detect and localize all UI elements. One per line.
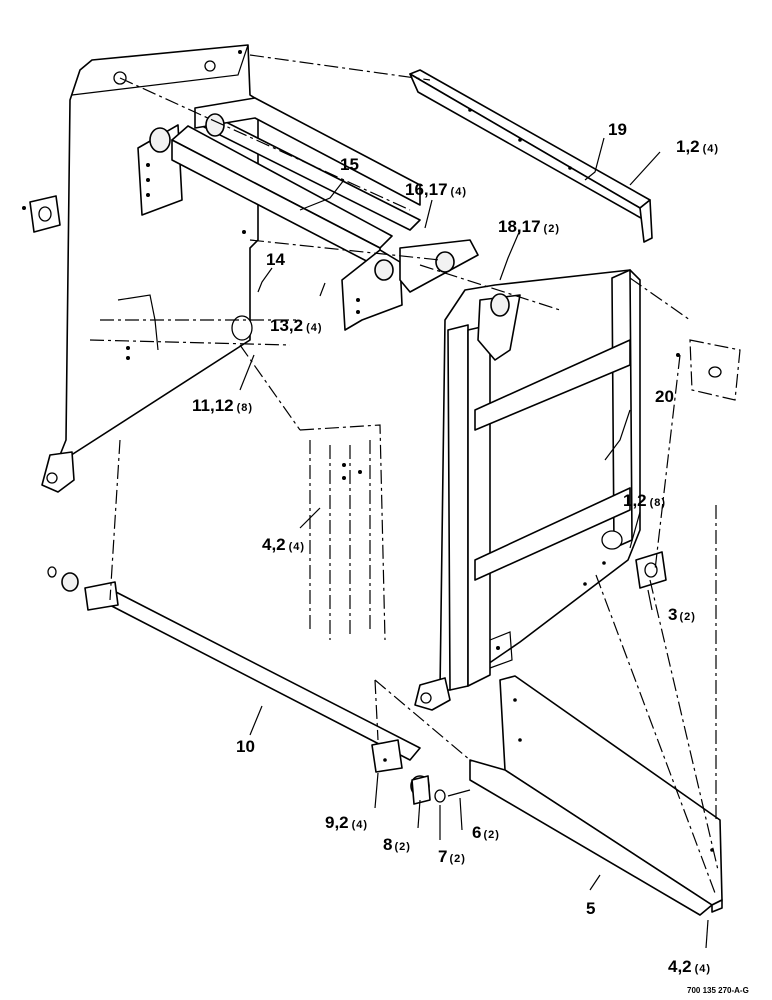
callout-labels: 19 1,2(4) 15 16,17(4) 18,17(2) 14 13,2(4… bbox=[192, 120, 719, 976]
callout-13-2: 13,2(4) bbox=[270, 316, 323, 335]
callout-10: 10 bbox=[236, 737, 255, 756]
roller-and-washers bbox=[410, 775, 471, 805]
alignment-lines bbox=[109, 54, 719, 894]
mounting-plate-left bbox=[22, 195, 61, 233]
right-frame bbox=[414, 269, 641, 711]
callout-5: 5 bbox=[586, 899, 595, 918]
phantom-bracket bbox=[299, 424, 386, 641]
callout-1-2-mid: 1,2(8) bbox=[623, 491, 666, 510]
callout-18-17: 18,17(2) bbox=[498, 217, 560, 236]
callout-4-2-mid: 4,2(4) bbox=[262, 535, 305, 554]
callout-14: 14 bbox=[266, 250, 285, 269]
mounting-plate-right-top bbox=[676, 339, 741, 401]
cross-tube-assembly bbox=[137, 97, 479, 331]
callout-3: 3(2) bbox=[668, 605, 696, 624]
bottom-angle-plate bbox=[469, 675, 723, 916]
leader-lines bbox=[239, 137, 709, 949]
callout-6: 6(2) bbox=[472, 823, 500, 842]
mounting-plate-right bbox=[635, 551, 667, 589]
callout-15: 15 bbox=[340, 155, 359, 174]
top-rail bbox=[409, 69, 653, 243]
callout-8: 8(2) bbox=[383, 835, 411, 854]
callout-20: 20 bbox=[655, 387, 674, 406]
callout-11-12: 11,12(8) bbox=[192, 396, 253, 415]
callout-16-17: 16,17(4) bbox=[405, 180, 467, 199]
callout-1-2-top: 1,2(4) bbox=[676, 137, 719, 156]
figure-id: 700 135 270-A-G bbox=[687, 986, 749, 995]
callout-19: 19 bbox=[608, 120, 627, 139]
callout-4-2-bottom: 4,2(4) bbox=[668, 957, 711, 976]
callout-9-2: 9,2(4) bbox=[325, 813, 368, 832]
callout-7: 7(2) bbox=[438, 847, 466, 866]
bottom-shaft bbox=[47, 566, 421, 773]
